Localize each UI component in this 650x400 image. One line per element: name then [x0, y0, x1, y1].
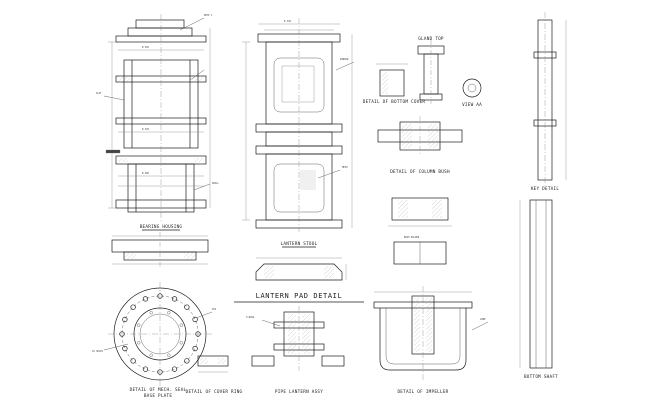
tapped-hole [179, 323, 183, 327]
tapped-hole [137, 323, 141, 327]
seal-plate-title-2: BASE PLATE [144, 393, 173, 399]
bolt-hole [184, 358, 190, 364]
tapped-hole [149, 311, 153, 315]
bolt-hole [119, 331, 125, 337]
impeller-guide-title: DETAIL OF IMPELLER [397, 389, 448, 395]
svg-text:16 HOLES: 16 HOLES [92, 350, 104, 353]
bearing-housing-title: BEARING HOUSING [140, 224, 183, 230]
seal-plate-view: 16 HOLES PCD DETAIL OF MECH. SEAL BASE P… [92, 282, 217, 399]
bearing-housing-view: NOTE 1 SLOT DRILL Ø 250 Ø 320 Ø 280 BEAR… [96, 14, 220, 231]
bolt-hole [157, 293, 163, 299]
svg-text:PCD: PCD [212, 308, 217, 311]
svg-text:BUSH HOLDER: BUSH HOLDER [404, 236, 420, 239]
view-aa-title: VIEW AA [462, 102, 482, 108]
lantern-stool-view: WINDOW MESH Ø 340 LANTERN STOOL [242, 18, 355, 248]
bottom-shaft-view: KEY DETAIL BOTTOM SHAFT [519, 12, 567, 380]
lantern-pad-view: LANTERN PAD DETAIL [234, 257, 364, 303]
key-detail-title: KEY DETAIL [531, 186, 560, 192]
lantern-pad-title: LANTERN PAD DETAIL [256, 292, 343, 300]
bolt-hole [184, 304, 190, 310]
pipe-lantern-title: PIPE LANTERN ASSY [275, 389, 323, 395]
svg-text:Ø 280: Ø 280 [142, 172, 150, 175]
bolt-hole [130, 304, 136, 310]
svg-text:DRILL: DRILL [212, 182, 220, 185]
impeller-guide-view: VANE DETAIL OF IMPELLER [373, 286, 489, 395]
tapped-hole [137, 341, 141, 345]
bolt-hole [122, 345, 128, 352]
svg-text:O-RING: O-RING [246, 316, 255, 319]
bolt-hole [130, 358, 136, 364]
bolt-hole [157, 369, 163, 375]
bolt-hole [192, 345, 198, 352]
svg-text:SLOT: SLOT [96, 92, 102, 95]
bolt-hole [192, 316, 198, 323]
bolt-hole [142, 296, 149, 302]
bottom-shaft-title: BOTTOM SHAFT [524, 374, 558, 380]
view-aa: VIEW AA [462, 78, 482, 108]
lantern-stool-title: LANTERN STOOL [281, 241, 318, 247]
svg-text:MESH: MESH [342, 166, 348, 169]
column-bush-view: DETAIL OF COLUMN BUSH [377, 116, 463, 175]
cover-ring-title: DETAIL OF COVER RING [186, 389, 243, 395]
svg-text:Ø 340: Ø 340 [284, 20, 292, 23]
bolt-hole [171, 366, 178, 372]
seal-plate-section [111, 232, 209, 268]
tapped-hole [167, 353, 171, 357]
bolt-hole [171, 296, 178, 302]
svg-text:VANE: VANE [480, 318, 486, 321]
svg-text:WINDOW: WINDOW [340, 58, 349, 61]
pipe-lantern-view: O-RING PIPE LANTERN ASSY [246, 306, 345, 395]
tapped-hole [179, 341, 183, 345]
column-bush-title: DETAIL OF COLUMN BUSH [390, 169, 450, 175]
bottom-cover-title: DETAIL OF BOTTOM COVER [363, 99, 426, 105]
gland-top-view: GLAND TOP [417, 36, 445, 104]
bush-holder-view: BUSH HOLDER [388, 197, 452, 265]
tapped-hole [167, 311, 171, 315]
bolt-hole [195, 331, 201, 337]
svg-text:Ø 320: Ø 320 [142, 128, 150, 131]
svg-text:Ø 250: Ø 250 [142, 46, 150, 49]
cover-ring-view: DETAIL OF COVER RING [186, 355, 243, 395]
svg-text:NOTE 1: NOTE 1 [204, 14, 213, 17]
bottom-cover-view: DETAIL OF BOTTOM COVER [363, 63, 426, 105]
seal-plate-title-1: DETAIL OF MECH. SEAL [130, 387, 187, 393]
gland-top-title: GLAND TOP [418, 36, 444, 42]
tapped-hole [149, 353, 153, 357]
bolt-hole [122, 316, 128, 323]
bolt-hole [142, 366, 149, 372]
